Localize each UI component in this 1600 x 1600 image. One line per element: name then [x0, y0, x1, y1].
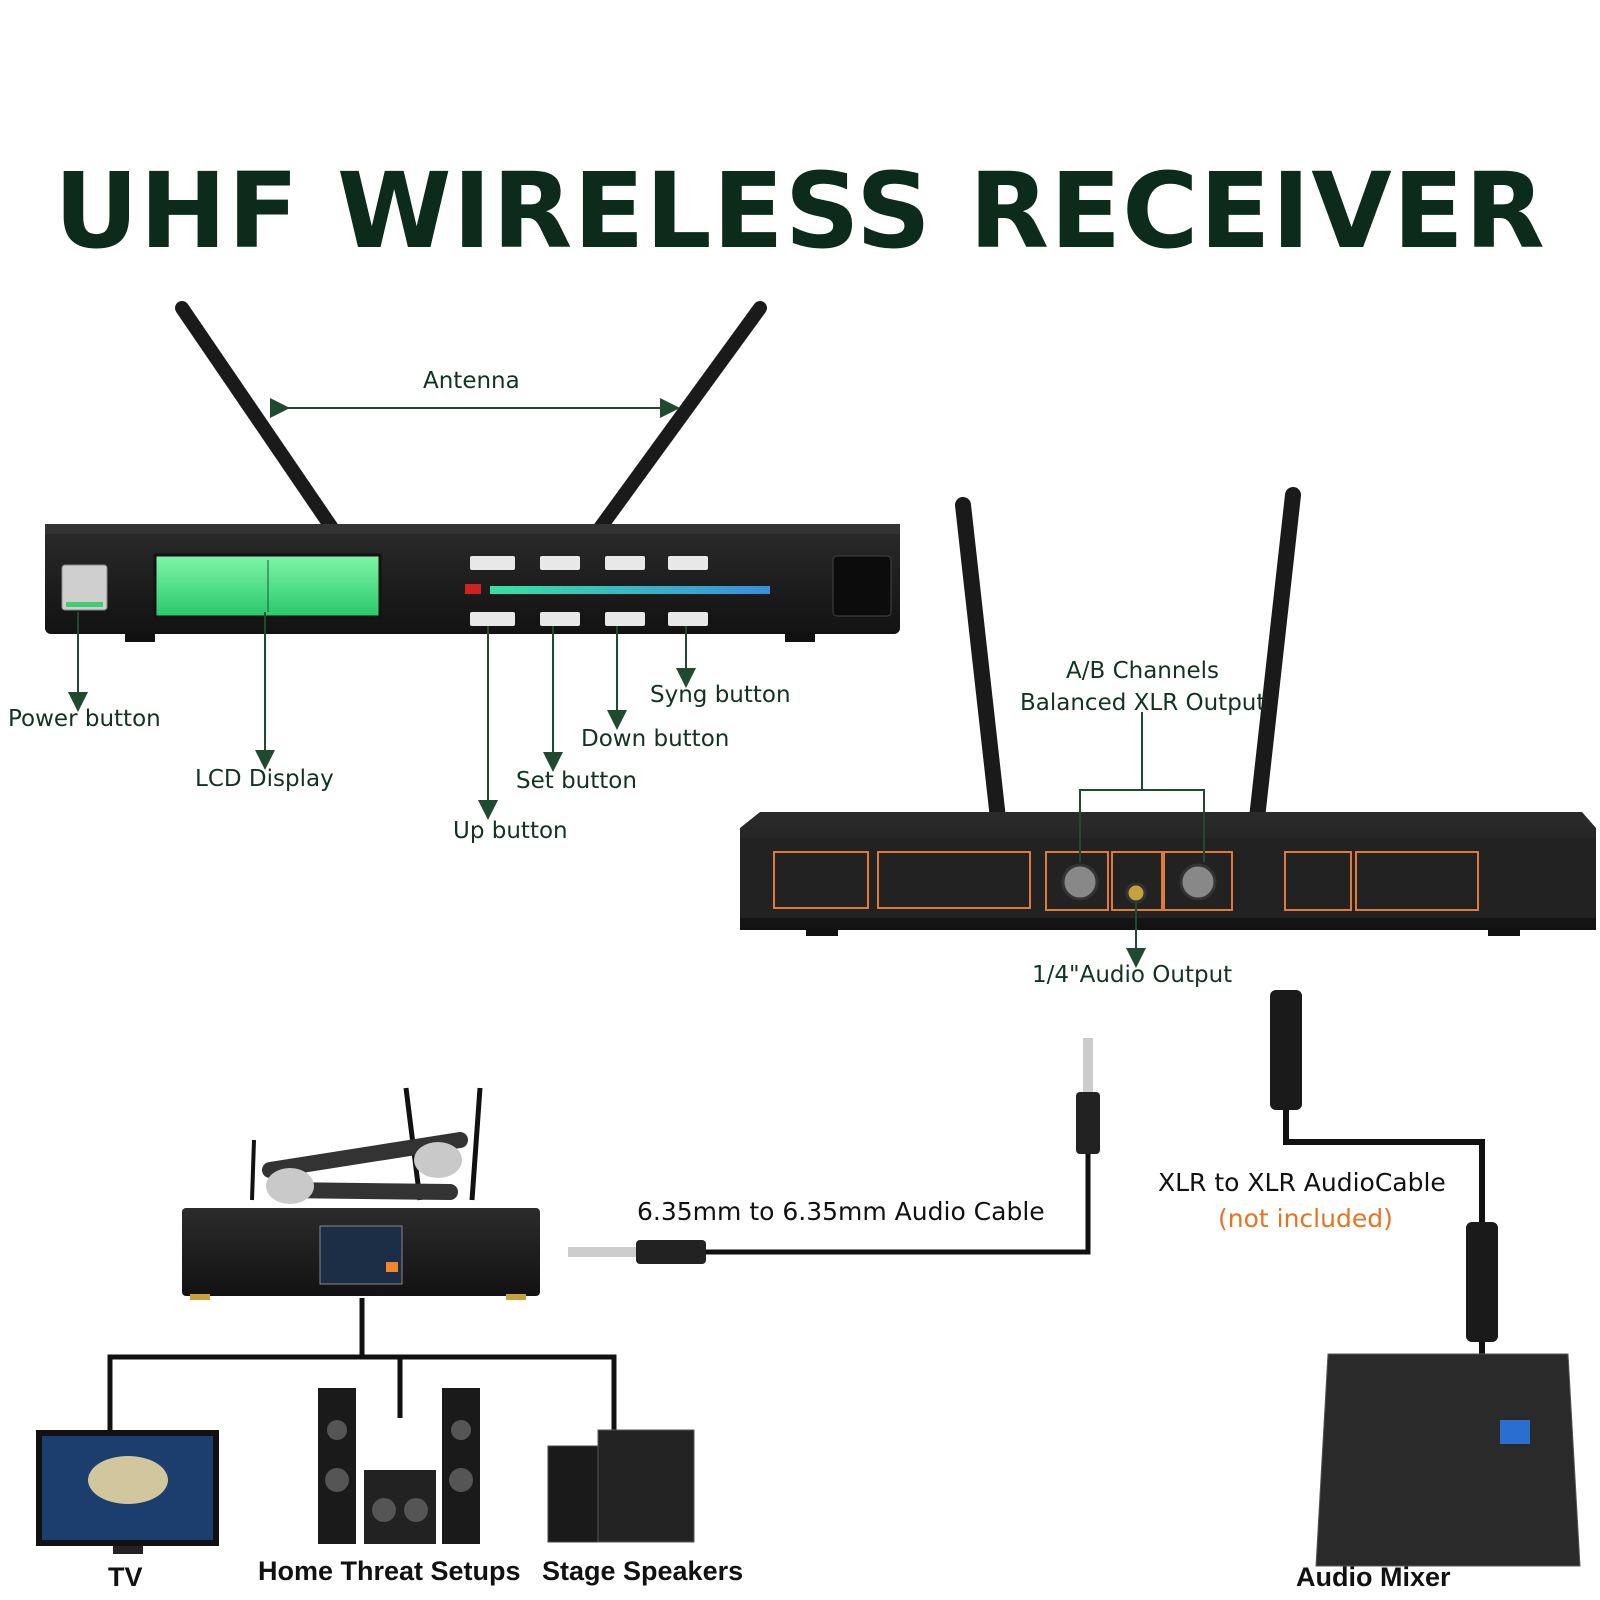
xlr-output-label-1: A/B Channels [1066, 658, 1219, 684]
tv-label: TV [108, 1562, 143, 1592]
front-antenna-left [175, 301, 339, 535]
jack-cable [568, 1038, 1100, 1264]
audio-mixer-label: Audio Mixer [1296, 1562, 1451, 1592]
power-button-label: Power button [8, 706, 161, 732]
front-buttons-top [470, 556, 708, 570]
front-antenna-right [593, 301, 767, 535]
karaoke-receiver [182, 1087, 540, 1300]
up-button-label: Up button [453, 818, 568, 844]
xlr-cable-note: (not included) [1218, 1204, 1393, 1233]
home-theater-label: Home Threat Setups [258, 1556, 521, 1586]
xlr-b [1179, 863, 1217, 901]
xlr-cable-label: XLR to XLR AudioCable [1158, 1168, 1446, 1197]
home-theater-graphic [318, 1388, 480, 1544]
front-pointers [68, 612, 696, 820]
rear-receiver [740, 487, 1596, 936]
down-button-label: Down button [581, 726, 730, 752]
jack-cable-label: 6.35mm to 6.35mm Audio Cable [637, 1197, 1045, 1226]
xlr-output-label-2: Balanced XLR Output [1020, 690, 1266, 716]
lcd-display-label: LCD Display [195, 766, 334, 792]
sync-button-label: Syng button [650, 682, 791, 708]
antenna-label: Antenna [423, 368, 520, 394]
set-button-label: Set button [516, 768, 637, 794]
xlr-a [1061, 863, 1099, 901]
meter-bar [490, 586, 770, 594]
tv-graphic [36, 1430, 219, 1554]
page-title: UHF WIRELESS RECEIVER [54, 150, 1546, 272]
output-tree [107, 1298, 617, 1432]
stage-speakers-graphic [547, 1429, 695, 1543]
mixer-graphic [1315, 1353, 1581, 1567]
stage-speakers-label: Stage Speakers [542, 1556, 744, 1586]
power-switch [61, 564, 108, 611]
quarter-inch-jack [1125, 882, 1147, 904]
quarter-inch-output-label: 1/4"Audio Output [1032, 962, 1233, 988]
front-receiver [45, 301, 900, 642]
ir-window [832, 555, 892, 617]
front-buttons-bottom [470, 612, 708, 626]
xlr-cable [1270, 990, 1498, 1372]
